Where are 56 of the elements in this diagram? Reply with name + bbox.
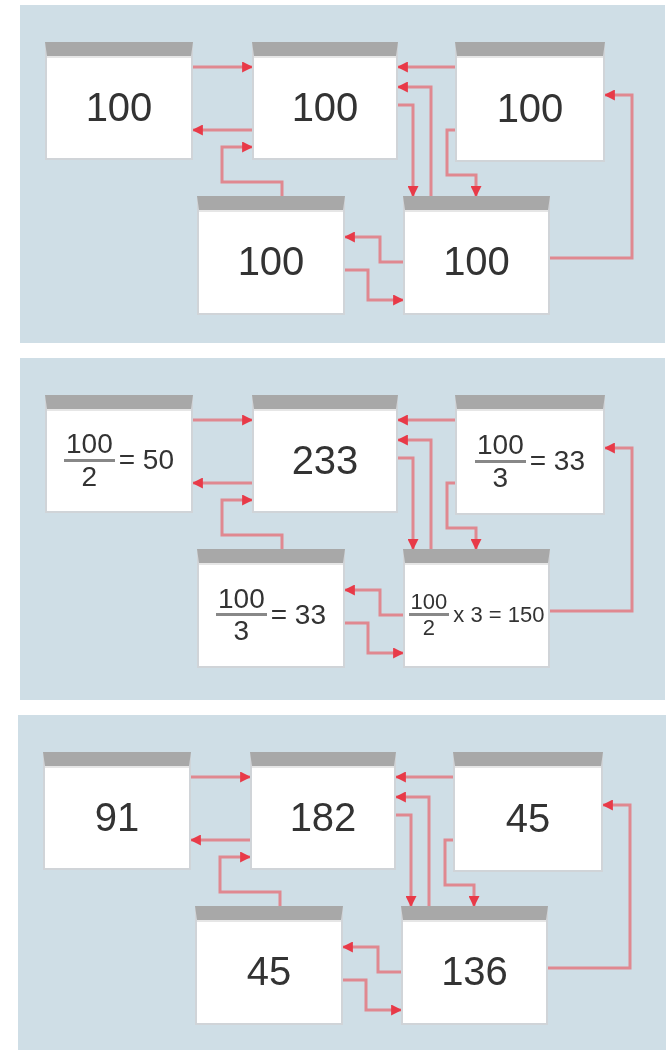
number-box <box>455 42 605 162</box>
connector-arrow <box>445 128 482 198</box>
number-box <box>43 752 191 870</box>
value-text: 100 <box>237 239 305 284</box>
connector-arrow <box>345 621 405 659</box>
number-box <box>403 549 550 668</box>
value-text: 100 <box>496 85 564 131</box>
connector-arrow <box>220 141 284 196</box>
value-text: 136 <box>441 949 508 994</box>
value-text: 233 <box>291 437 359 483</box>
value-text: 100 <box>291 84 359 130</box>
number-box <box>195 906 343 1025</box>
number-box <box>453 752 603 872</box>
number-box <box>403 196 550 315</box>
connector-arrow <box>220 494 284 549</box>
number-box <box>252 395 398 513</box>
value-text: 45 <box>246 949 292 994</box>
numerator: 100 <box>64 429 115 462</box>
connector-arrow <box>398 103 419 198</box>
number-box <box>45 42 193 160</box>
value-text: 45 <box>505 795 551 841</box>
connector-arrow <box>398 456 419 551</box>
number-box <box>455 395 605 515</box>
number-box <box>45 395 193 513</box>
number-box <box>197 549 345 668</box>
number-box <box>250 752 396 870</box>
equation-text: x 3 = 150 <box>453 601 545 628</box>
connector-arrow <box>193 414 254 426</box>
connector-arrow <box>343 978 403 1016</box>
number-box <box>252 42 398 160</box>
value-text: 182 <box>289 794 357 840</box>
numerator: 100 <box>216 583 267 616</box>
number-box <box>401 906 548 1025</box>
connector-arrow <box>548 799 632 970</box>
equation-text: = 50 <box>118 444 174 476</box>
denominator: 3 <box>233 616 250 646</box>
connector-arrow <box>191 771 252 783</box>
numerator: 100 <box>475 430 526 463</box>
denominator: 2 <box>81 461 98 491</box>
connector-arrow <box>445 481 482 551</box>
connector-arrow <box>345 268 405 306</box>
connector-arrow <box>396 813 417 908</box>
connector-arrow <box>218 851 282 906</box>
equation-text: = 33 <box>529 445 585 477</box>
value-text: 91 <box>94 794 140 840</box>
connector-arrow <box>550 442 634 613</box>
connector-arrow <box>550 89 634 260</box>
value-text: 100 <box>443 239 510 284</box>
numerator: 100 <box>408 589 450 616</box>
number-box <box>197 196 345 315</box>
value-text: 100 <box>85 84 153 130</box>
connector-arrow <box>193 61 254 73</box>
equation-text: = 33 <box>270 598 326 631</box>
denominator: 3 <box>492 462 509 492</box>
connector-arrow <box>443 838 480 908</box>
denominator: 2 <box>422 616 436 640</box>
